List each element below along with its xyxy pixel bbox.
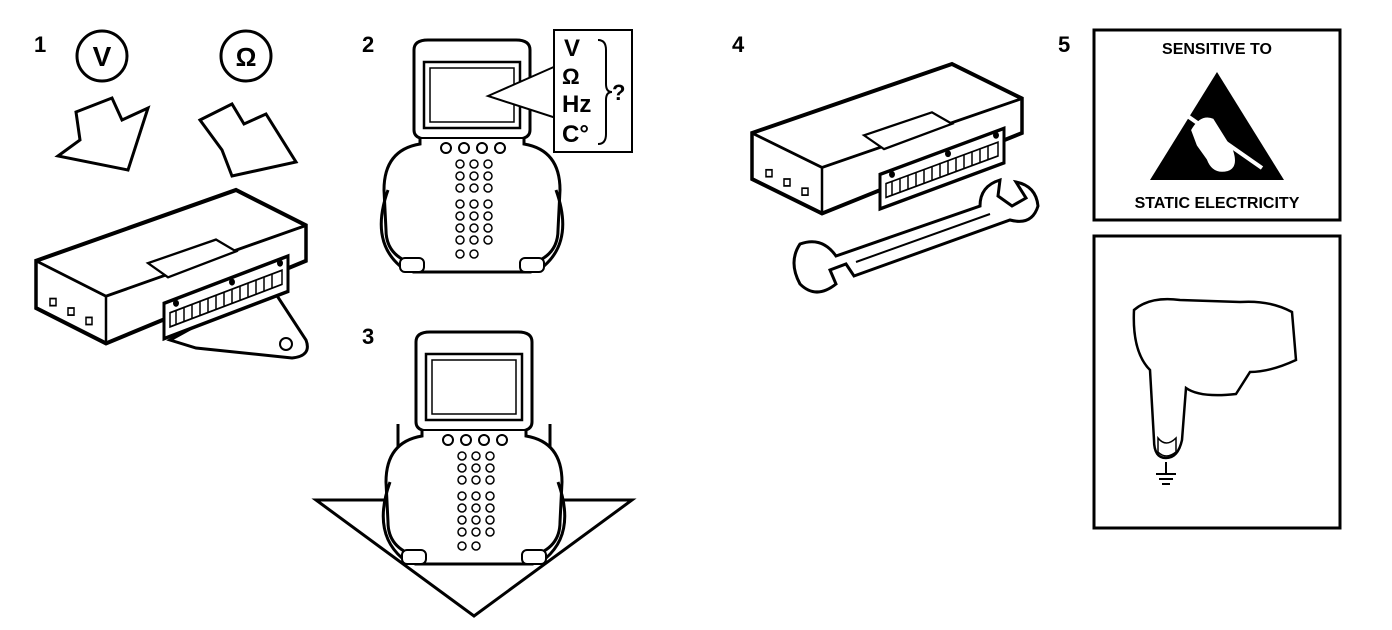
- warning-top-text: SENSITIVE TO: [1162, 41, 1272, 58]
- wrench-handle-line: [855, 213, 991, 263]
- mounting-bracket: [166, 283, 309, 360]
- esd-hand-icon: [1188, 115, 1237, 174]
- question-mark: ?: [612, 80, 625, 105]
- volt-label: V: [564, 35, 580, 62]
- control-module: [752, 64, 1022, 214]
- ohm-symbol-circle: [219, 29, 273, 83]
- curly-brace: [597, 39, 613, 145]
- bracket-hole: [279, 337, 293, 351]
- scan-tool: [381, 330, 567, 566]
- measurement-box: [553, 29, 633, 153]
- ohm-label: Ω: [562, 64, 580, 89]
- voltage-symbol-circle: [75, 29, 129, 83]
- hertz-label: Hz: [562, 91, 591, 118]
- step-4-number: 4: [732, 32, 745, 57]
- fingernail: [1157, 435, 1177, 457]
- warning-bottom-text: STATIC ELECTRICITY: [1135, 195, 1300, 212]
- wrench-icon: [792, 177, 1040, 294]
- down-arrow-icon: [197, 102, 299, 178]
- grounding-hand-icon: [1132, 297, 1298, 460]
- celsius-label: C°: [562, 121, 589, 148]
- step-3-number: 3: [362, 324, 374, 349]
- step-1-number: 1: [34, 32, 46, 57]
- step-5-number: 5: [1058, 32, 1070, 57]
- esd-slash: [1174, 106, 1264, 170]
- ground-symbol-icon: [1156, 462, 1176, 485]
- ohm-symbol: Ω: [236, 42, 257, 72]
- voltage-symbol: V: [93, 41, 112, 72]
- step-2-number: 2: [362, 32, 374, 57]
- down-arrow-icon: [54, 96, 151, 172]
